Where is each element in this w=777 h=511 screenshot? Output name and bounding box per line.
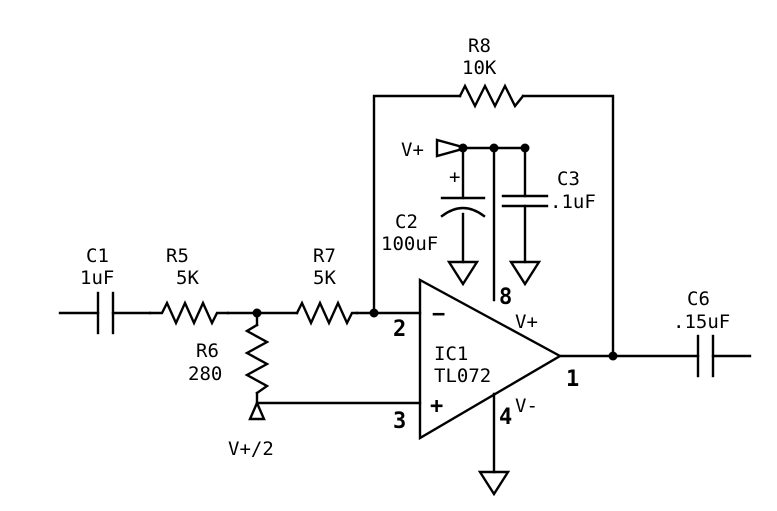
ic1-value: TL072 <box>434 365 491 387</box>
opamp-ic1: − + IC1 TL072 2 3 8 4 1 V+ V- <box>393 277 579 441</box>
pin-4-label: 4 <box>499 405 512 430</box>
resistor-r6: R6 280 <box>188 323 270 395</box>
noninverting-input-symbol: + <box>430 394 443 419</box>
c2-polarity: + <box>449 166 460 188</box>
ground-c3 <box>508 260 542 287</box>
junction-pin8 <box>489 143 499 153</box>
r8-value: 10K <box>462 57 497 79</box>
vplus-label: V+ <box>401 139 424 161</box>
c6-ref: C6 <box>687 288 710 310</box>
junction-feedback <box>369 308 379 318</box>
resistor-r8: R8 10K <box>458 35 525 109</box>
wires <box>58 94 752 474</box>
r5-value: 5K <box>176 267 199 289</box>
pin-3-label: 3 <box>393 409 406 434</box>
c3-value: .1uF <box>550 191 596 213</box>
vhalf-supply: V+/2 <box>228 400 274 460</box>
junction-output <box>608 351 618 361</box>
junction-c3 <box>520 143 530 153</box>
capacitor-c6: C6 .15uF <box>673 288 730 378</box>
capacitor-c3: C3 .1uF <box>501 168 596 213</box>
c1-value: 1uF <box>80 267 114 289</box>
inverting-input-symbol: − <box>432 302 445 327</box>
capacitor-c2: + C2 100uF <box>381 166 486 255</box>
resistor-r7: R7 5K <box>295 245 359 326</box>
r6-ref: R6 <box>196 340 219 362</box>
junction-dots <box>252 143 618 361</box>
vplus-pin-label: V+ <box>515 311 538 333</box>
pin-2-label: 2 <box>393 317 406 342</box>
vminus-pin-label: V- <box>515 395 538 417</box>
r7-value: 5K <box>313 267 336 289</box>
ground-ic1 <box>477 470 511 497</box>
resistor-r5: R5 5K <box>148 245 230 326</box>
capacitor-c1: C1 1uF <box>80 245 114 335</box>
junction-c2 <box>458 143 468 153</box>
c1-ref: C1 <box>86 245 109 267</box>
junction-r5-r6 <box>252 308 262 318</box>
r5-ref: R5 <box>166 245 189 267</box>
vhalf-label: V+/2 <box>228 438 274 460</box>
ground-c2 <box>446 260 480 287</box>
c6-value: .15uF <box>673 311 730 333</box>
vplus-supply: V+ <box>401 138 471 161</box>
r6-value: 280 <box>188 363 222 385</box>
c2-ref: C2 <box>395 211 418 233</box>
pin-1-label: 1 <box>566 367 579 392</box>
pin-8-label: 8 <box>499 285 512 310</box>
c3-ref: C3 <box>557 168 580 190</box>
ic1-ref: IC1 <box>434 343 468 365</box>
c2-value: 100uF <box>381 233 438 255</box>
r8-ref: R8 <box>468 35 491 57</box>
r7-ref: R7 <box>313 245 336 267</box>
